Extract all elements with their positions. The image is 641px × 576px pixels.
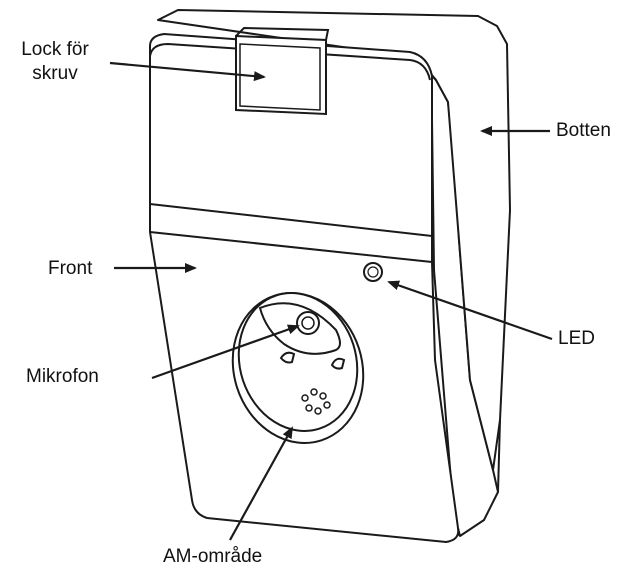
device-body [150, 10, 510, 542]
screw-slot-left [281, 353, 294, 363]
label-lock-line1: Lock för [4, 38, 106, 62]
led-indicator [364, 263, 382, 281]
label-mikrofon: Mikrofon [26, 365, 99, 389]
label-lock-line2: skruv [4, 62, 106, 86]
label-led: LED [558, 327, 595, 351]
screw-cover [236, 28, 328, 114]
label-front: Front [48, 257, 92, 281]
label-lock-for-skruv: Lock för skruv [4, 38, 106, 86]
label-am-omrade: AM-område [163, 545, 262, 569]
label-botten: Botten [556, 119, 611, 143]
